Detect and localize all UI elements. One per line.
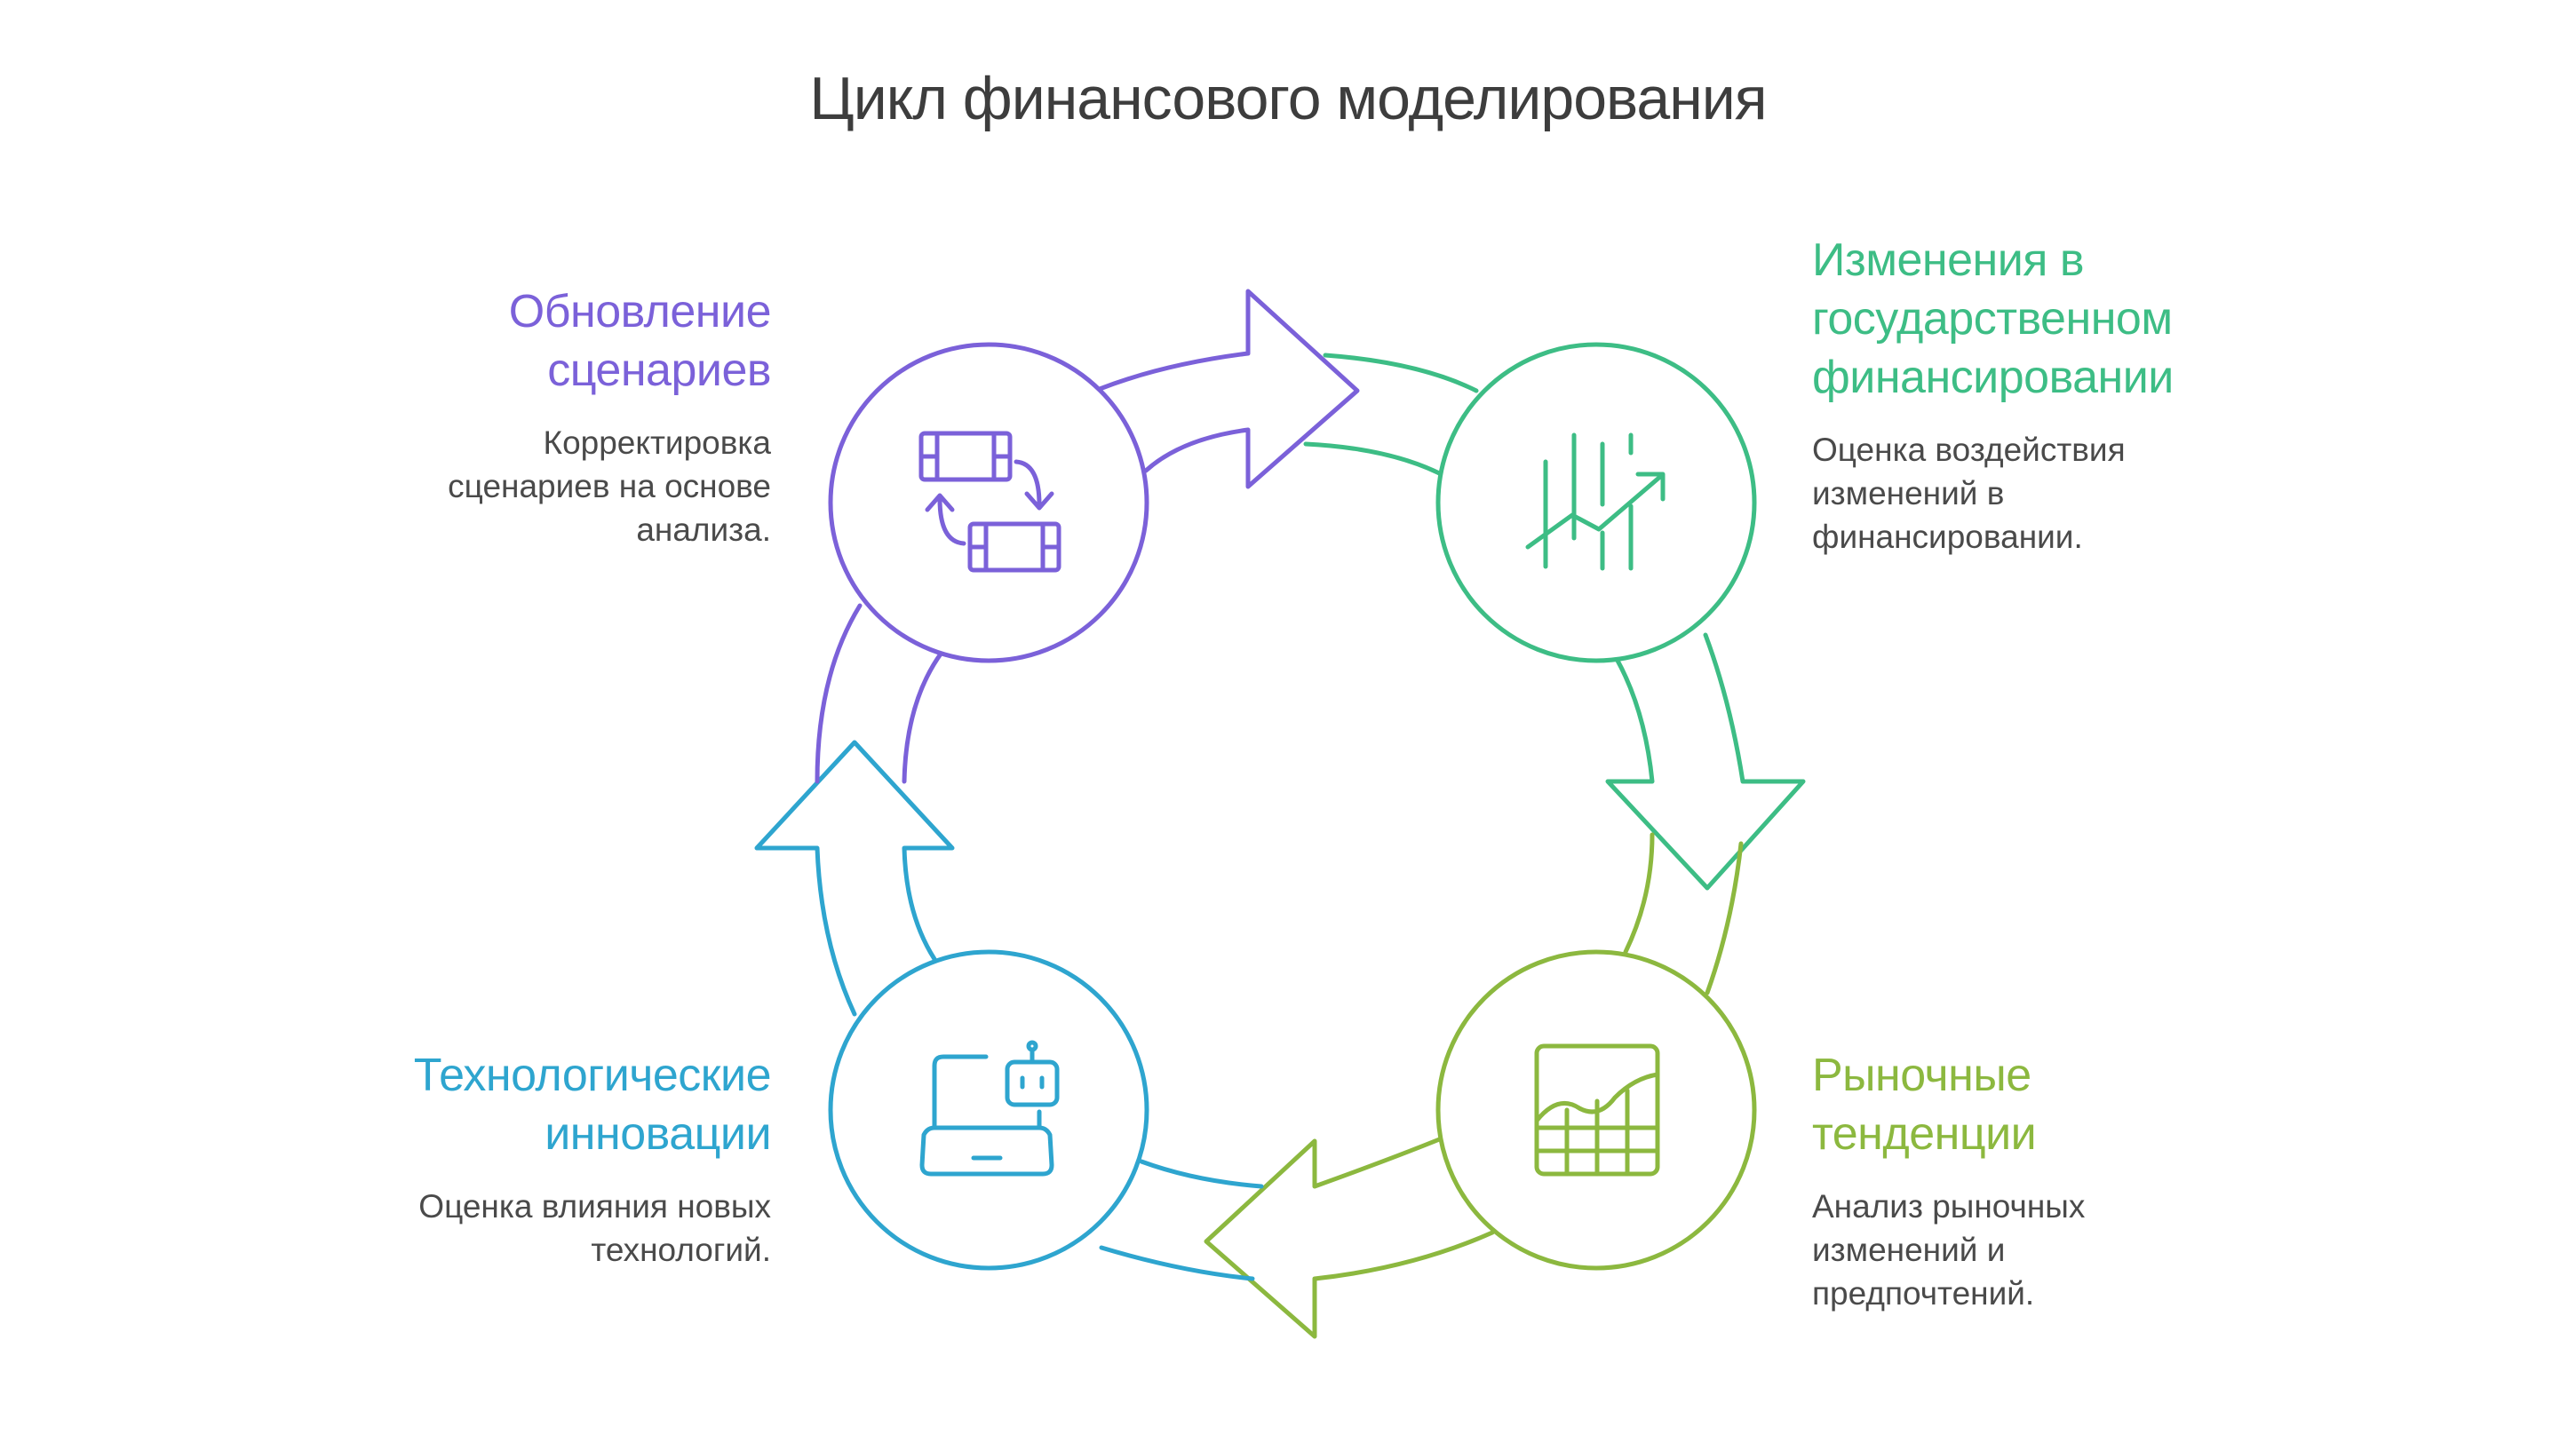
stage-market-description: Анализ рыночных изменений и предпочтений… xyxy=(1812,1188,2086,1312)
arrow-funding-tail xyxy=(1303,353,1479,480)
arrow-market-tail xyxy=(1623,832,1744,995)
stage-funding-circle xyxy=(1435,342,1757,663)
stage-funding-description: Оценка воздействия изменений в финансиро… xyxy=(1812,432,2126,555)
stage-funding-block: Изменения в государственном финансирован… xyxy=(1812,231,2345,559)
arrow-market-to-tech xyxy=(1204,1130,1495,1339)
stage-scenarios-description: Корректировка сценариев на основе анализ… xyxy=(448,424,771,548)
stage-tech-title: Технологические инновации xyxy=(413,1050,772,1160)
trend-up-chart-icon xyxy=(1525,432,1666,571)
stage-tech-circle xyxy=(828,949,1149,1271)
stage-scenarios-title: Обновление сценариев xyxy=(508,286,772,396)
stage-market-block: Рыночные тенденции Анализ рыночных измен… xyxy=(1812,1046,2345,1315)
stage-funding-title: Изменения в государственном финансирован… xyxy=(1812,234,2174,403)
grid-line-chart-icon xyxy=(1534,1043,1660,1177)
arrow-scenarios-to-funding xyxy=(1097,289,1360,489)
stage-tech-description: Оценка влияния новых технологий. xyxy=(418,1188,771,1268)
arrow-scenarios-tail xyxy=(815,603,944,784)
stage-scenarios-block: Обновление сценариев Корректировка сцена… xyxy=(238,282,771,551)
stage-tech-block: Технологические инновации Оценка влияния… xyxy=(238,1046,772,1272)
arrow-tech-to-scenarios xyxy=(754,740,955,1017)
arrow-tech-tail xyxy=(1099,1159,1264,1281)
stage-market-title: Рыночные тенденции xyxy=(1812,1050,2037,1160)
laptop-robot-icon xyxy=(919,1040,1060,1177)
scenario-swap-icon xyxy=(918,431,1061,573)
page-title: Цикл финансового моделирования xyxy=(809,65,1767,132)
arrow-funding-to-market xyxy=(1605,632,1806,891)
stage-scenarios-circle xyxy=(828,342,1149,663)
